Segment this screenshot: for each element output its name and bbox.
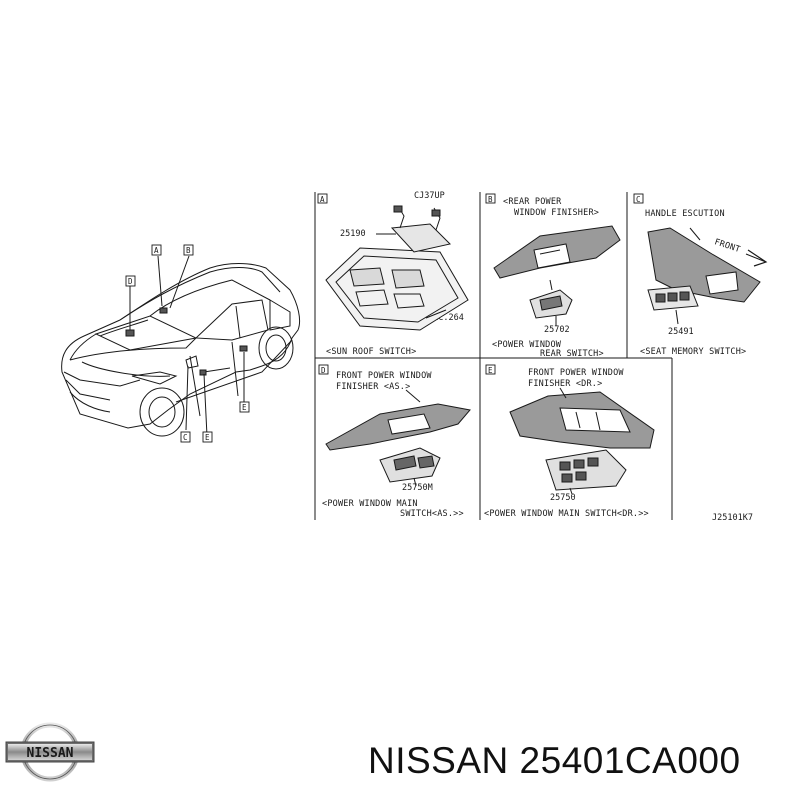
callout-e2-label: E [242, 403, 247, 412]
panel-b-letter: B [488, 195, 493, 204]
panel-c-arrow-label: FRONT [713, 237, 741, 255]
panel-d-title-1: FRONT POWER WINDOW [336, 371, 432, 381]
seat-memory-switch-drawing [647, 227, 768, 325]
sunroof-switch-drawing [325, 205, 469, 331]
panel-e-title-2: FINISHER <DR.> [528, 379, 602, 389]
panel-b: B <REAR POWER WINDOW FINISHER> 25702 <PO… [485, 193, 621, 359]
callout-d-label: D [128, 277, 133, 286]
panel-d-caption-2: SWITCH<AS.>> [400, 509, 464, 519]
panel-e-caption: <POWER WINDOW MAIN SWITCH<DR.>> [484, 509, 649, 519]
panel-d-part: 25750M [402, 483, 433, 493]
panel-c-title: HANDLE ESCUTION [645, 209, 725, 219]
front-as-finisher-drawing [325, 389, 471, 487]
diagram-code: J25101K7 [712, 513, 753, 523]
callout-c-label: C [183, 433, 188, 442]
panel-grid-lines [314, 192, 673, 520]
panel-e-letter: E [488, 366, 493, 375]
logo-text: NISSAN [27, 746, 74, 761]
panel-d-caption-1: <POWER WINDOW MAIN [322, 499, 418, 509]
callout-e-label: E [205, 433, 210, 442]
panel-c-letter: C [636, 195, 641, 204]
panel-b-caption-1: <POWER WINDOW [492, 340, 562, 350]
panel-e-title-1: FRONT POWER WINDOW [528, 368, 624, 378]
panel-c-caption: <SEAT MEMORY SWITCH> [640, 347, 746, 357]
panel-e: E FRONT POWER WINDOW FINISHER <DR.> 2575… [484, 364, 655, 519]
panel-e-part: 25750 [550, 493, 576, 503]
rear-window-finisher-drawing [493, 225, 621, 326]
nissan-logo: NISSAN [5, 722, 95, 782]
panel-d-title-2: FINISHER <AS.> [336, 382, 410, 392]
callout-a-label: A [154, 246, 159, 255]
callout-b-label: B [186, 246, 191, 255]
panel-b-part: 25702 [544, 325, 570, 335]
panel-c-part: 25491 [668, 327, 694, 337]
panel-a-sec: SEC.264 [428, 313, 464, 323]
panel-b-title-2: WINDOW FINISHER> [514, 208, 599, 218]
panel-a-part: 25190 [340, 229, 366, 239]
panel-a-code: CJ37UP [414, 191, 445, 201]
car-illustration [61, 255, 301, 437]
panel-a: A CJ37UP 25190 SEC.264 <SUN ROOF SWITCH> [317, 191, 469, 357]
panel-b-caption-2: REAR SWITCH> [540, 349, 604, 359]
part-number: NISSAN 25401CA000 [368, 740, 741, 781]
front-dr-finisher-drawing [509, 387, 655, 495]
panel-b-title-1: <REAR POWER [503, 197, 562, 207]
panel-c: C HANDLE ESCUTION FRONT 25491 <SEAT MEMO… [633, 193, 768, 357]
panel-a-letter: A [320, 195, 325, 204]
panel-d-letter: D [321, 366, 326, 375]
panel-d: D FRONT POWER WINDOW FINISHER <AS.> 2575… [318, 364, 471, 519]
car-callouts: A B C D E E [125, 244, 250, 443]
panel-a-caption: <SUN ROOF SWITCH> [326, 347, 416, 357]
